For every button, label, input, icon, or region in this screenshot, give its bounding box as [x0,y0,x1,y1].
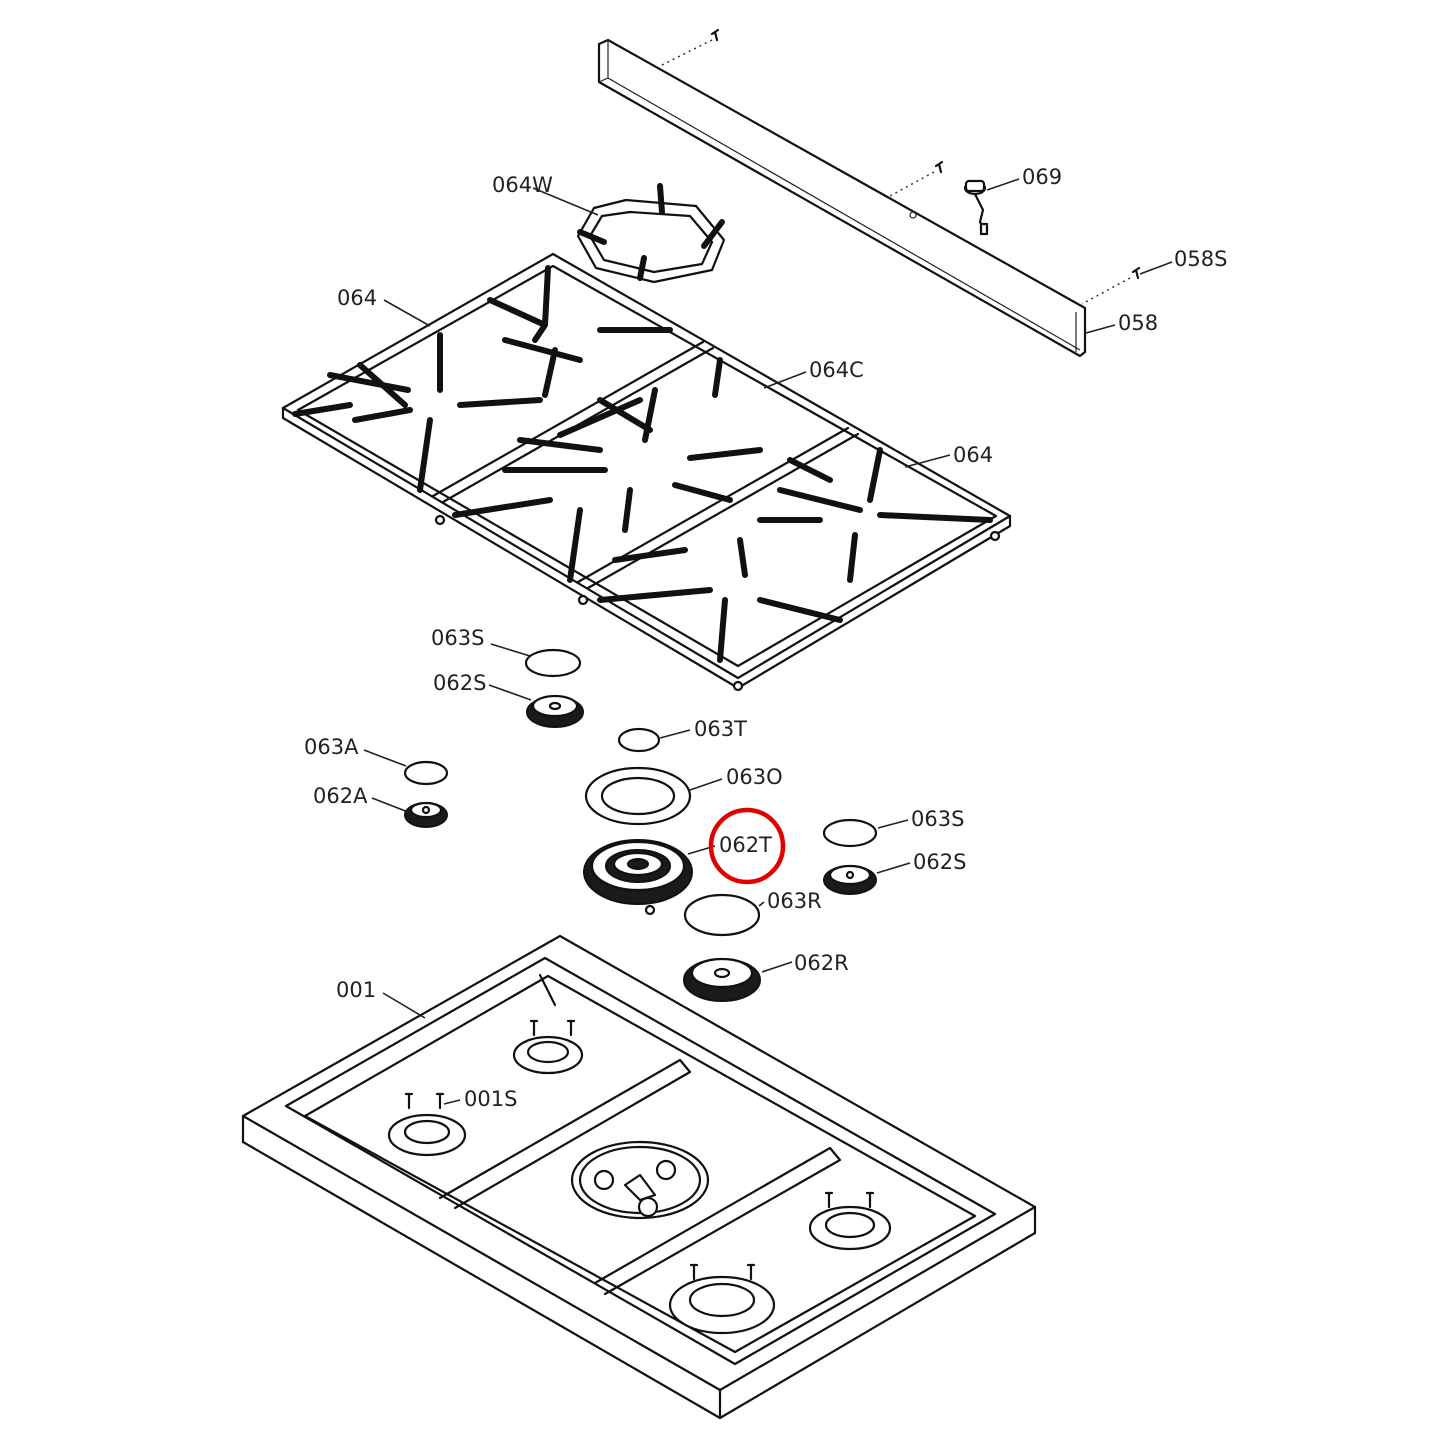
highlight-circle [708,807,786,885]
part-063o-outer-cap [584,766,692,826]
label-058s: 058S [1174,247,1227,271]
label-063r: 063R [767,889,822,913]
label-062t: 062T [719,833,772,857]
label-063s-right: 063S [911,807,964,831]
part-063s-cap-right [822,818,878,848]
screw-icon [435,1092,445,1110]
part-058-trim-bar [597,38,1087,358]
screw-icon [566,1019,576,1037]
screw-icon [824,1191,834,1209]
label-062r: 062R [794,951,849,975]
part-063t-cap [617,727,661,753]
label-062s-right: 062S [913,850,966,874]
screw-icon [889,160,944,197]
label-062a: 062A [313,784,368,808]
part-062s-burner-left [526,694,584,728]
screw-icon [865,1191,875,1209]
part-064w-wok-ring [576,183,726,284]
label-064-right: 064 [953,443,993,467]
screw-icon [1081,266,1141,305]
label-069: 069 [1022,165,1062,189]
screw-icon [529,1019,539,1037]
screw-icon [404,1092,414,1110]
label-063o: 063O [726,765,783,789]
part-063r-cap [683,893,761,937]
screw-icon [746,1263,756,1281]
part-001-cooktop-tray [241,934,1037,1420]
label-058: 058 [1118,311,1158,335]
label-063a: 063A [304,735,359,759]
label-064w: 064W [492,173,553,197]
part-062r-burner [683,957,761,1002]
label-001s: 001S [464,1087,517,1111]
part-063a-cap [403,760,449,786]
label-064-top: 064 [337,286,377,310]
label-064c: 064C [809,358,864,382]
screw-icon [659,28,720,67]
part-062t-triple-burner [583,839,693,916]
part-062a-burner [404,801,448,828]
leader-lines [363,178,1173,1105]
label-062s-left: 062S [433,671,486,695]
part-064-grates [281,252,1012,692]
part-069-sensor [963,179,989,236]
part-063s-cap-left [524,648,582,678]
label-063t: 063T [694,717,747,741]
part-062s-burner-right [823,864,877,895]
label-001: 001 [336,978,376,1002]
label-063s-left: 063S [431,626,484,650]
screw-icon [689,1263,699,1281]
